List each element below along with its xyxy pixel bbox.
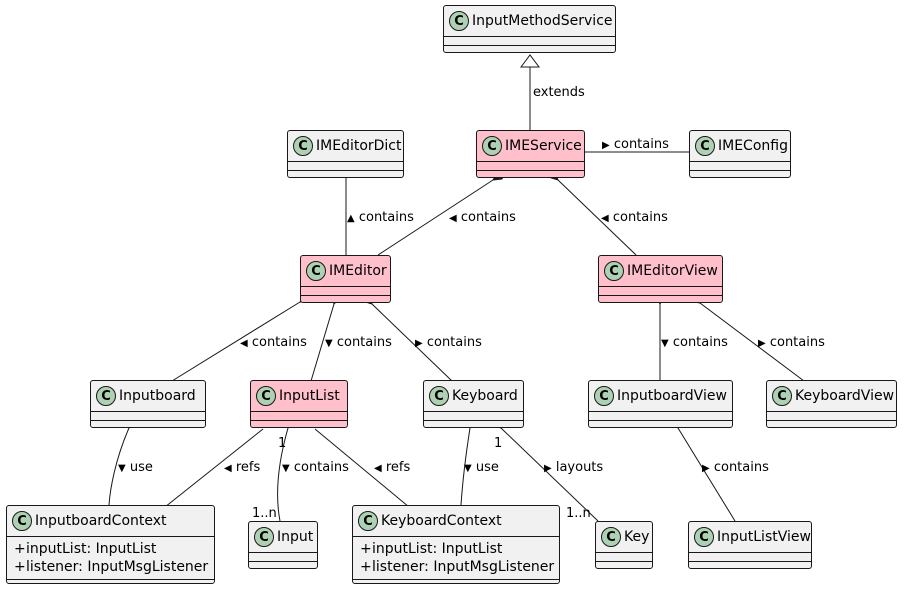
class-name: InputboardView — [617, 388, 727, 404]
edge-label-inputlist: ▼ contains — [325, 335, 392, 350]
class-icon: C — [594, 386, 614, 406]
edge-label-refs-left: ◀ refs — [224, 460, 260, 475]
class-name: IMEditorView — [627, 263, 718, 279]
edge-label-extends: extends — [533, 85, 585, 100]
class-icon: C — [254, 527, 274, 547]
multiplicity-input-many: 1..n — [252, 506, 277, 521]
edge-label-input: ▼ contains — [282, 460, 349, 475]
edge-keyboard-keyboardcontext — [460, 428, 470, 506]
edge-label-imeditor: ◀ contains — [449, 210, 516, 225]
edge-label-imeconfig: ▶ contains — [602, 137, 669, 152]
class-icon: C — [772, 386, 792, 406]
class-name: InputMethodService — [472, 13, 613, 29]
edge-inputboardview-inputlistview — [678, 428, 736, 522]
class-name: IMEditor — [329, 263, 387, 279]
edge-label-inputlistview: ▶ contains — [702, 460, 769, 475]
edge-label-keyboard: ▶ contains — [415, 335, 482, 350]
multiplicity-keyboard-one: 1 — [494, 436, 502, 451]
attribute: +inputList: InputList — [360, 541, 503, 557]
attribute-list: +inputList: InputList +listener: InputMs… — [7, 536, 214, 579]
edge-imeditor-keyboard — [372, 304, 453, 382]
edge-keyboard-key — [501, 428, 599, 522]
attribute: +listener: InputMsgListener — [360, 559, 555, 575]
edge-label-keyboardview: ▶ contains — [758, 335, 825, 350]
class-icon: C — [96, 386, 116, 406]
edge-imeservice-imeditorview — [558, 180, 637, 256]
class-name: IMEConfig — [718, 138, 788, 154]
class-name: InputboardContext — [35, 513, 167, 529]
edge-label-inputboardview: ▼ contains — [661, 335, 728, 350]
attribute-list: +inputList: InputList +listener: InputMs… — [353, 536, 559, 579]
edge-label-keyboardcontext: ▼ use — [464, 460, 499, 475]
class-name: Input — [277, 529, 314, 545]
edge-label-inputboard: ◀ contains — [240, 335, 307, 350]
class-icon: C — [601, 527, 621, 547]
edge-imeservice-imeditor — [377, 180, 493, 256]
class-name: IMEditorDict — [316, 138, 402, 154]
edge-label-key: ▶ layouts — [544, 460, 603, 475]
edge-label-imeditorview: ◀ contains — [601, 210, 668, 225]
class-name: IMEService — [505, 138, 582, 154]
class-name: KeyboardView — [795, 388, 895, 404]
class-icon: C — [12, 511, 32, 531]
class-name: Inputboard — [119, 388, 196, 404]
attribute: +listener: InputMsgListener — [14, 559, 209, 575]
class-icon: C — [695, 136, 715, 156]
class-name: Keyboard — [452, 388, 518, 404]
class-icon: C — [449, 11, 469, 31]
class-name: InputList — [279, 388, 340, 404]
edge-label-imeditordict: ▲ contains — [347, 210, 414, 225]
class-icon: C — [256, 386, 276, 406]
edge-imeditor-inputlist — [310, 304, 334, 382]
edge-keyboardcontext-inputlist — [314, 428, 409, 507]
edge-imeditorview-keyboardview — [700, 303, 805, 382]
class-icon: C — [358, 511, 378, 531]
class-name: Key — [624, 529, 650, 545]
class-icon: C — [694, 527, 714, 547]
edge-inputlist-input — [277, 428, 288, 522]
class-name: InputListView — [717, 529, 811, 545]
edge-imeditor-inputboard — [171, 302, 300, 382]
class-icon: C — [429, 386, 449, 406]
edge-inputboardcontext-inputlist — [165, 428, 264, 507]
edge-label-refs-right: ◀ refs — [374, 460, 410, 475]
class-name: KeyboardContext — [381, 513, 502, 529]
edge-label-inputboardcontext: ▼ use — [118, 460, 153, 475]
edge-inputboard-inputboardcontext — [108, 428, 129, 506]
multiplicity-inputlist-one: 1 — [278, 436, 286, 451]
class-icon: C — [604, 261, 624, 281]
multiplicity-key-many: 1..n — [566, 506, 591, 521]
class-icon: C — [482, 136, 502, 156]
attribute: +inputList: InputList — [14, 541, 157, 557]
class-icon: C — [306, 261, 326, 281]
class-icon: C — [293, 136, 313, 156]
